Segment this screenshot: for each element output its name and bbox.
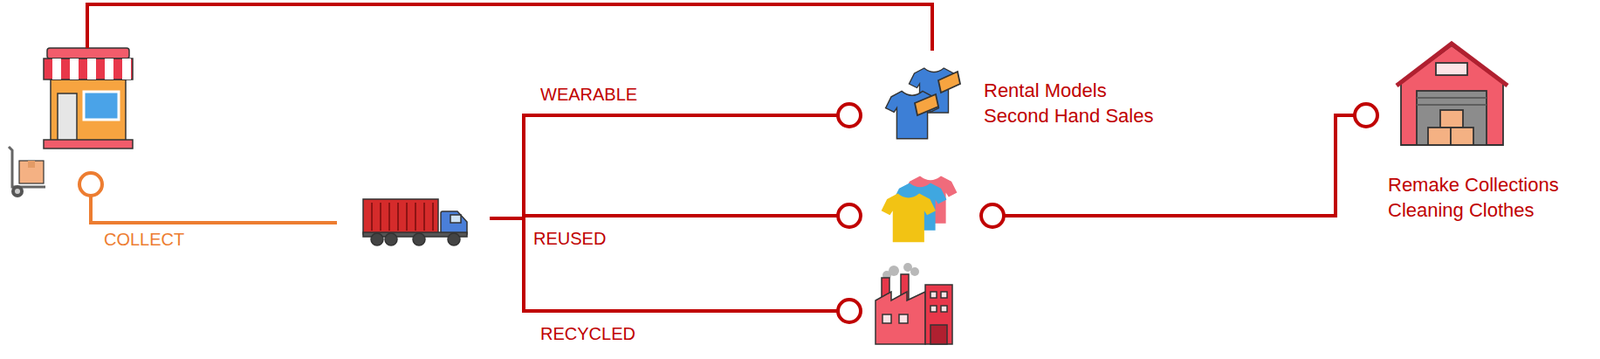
edge-label: RECYCLED: [537, 323, 639, 344]
node-text: Rental Models: [983, 77, 1154, 104]
connector-end-circle: [837, 103, 861, 127]
wearable-node: Rental ModelsSecond Hand Sales: [883, 50, 1154, 149]
connector-line: [90, 195, 337, 223]
connector-line: [489, 218, 838, 311]
connector-line: [489, 115, 838, 219]
truck-icon: [363, 199, 467, 246]
connector-end-circle: [79, 172, 103, 196]
connector-end-circle: [981, 204, 1004, 227]
connector: [489, 103, 861, 219]
connector: [87, 4, 933, 51]
connector: [489, 218, 861, 323]
connector-line: [489, 215, 838, 219]
reused-node: [879, 170, 960, 246]
shop-node: [41, 48, 135, 151]
connector: [79, 172, 337, 223]
edge-label: COLLECT: [101, 229, 187, 250]
warehouse-icon: [1396, 43, 1508, 145]
recycled-node: [873, 267, 954, 344]
connector: [489, 204, 861, 227]
connector-line: [87, 4, 933, 51]
connector-end-circle: [1354, 103, 1378, 127]
connector-end-circle: [837, 204, 861, 227]
hand-truck-icon: [8, 146, 46, 198]
colored-shirts-icon: [881, 175, 958, 242]
edge-label: WEARABLE: [537, 84, 640, 105]
edge-label: REUSED: [530, 228, 609, 249]
shop-icon: [43, 48, 133, 149]
warehouse-node: Remake CollectionsCleaning Clothes: [1387, 42, 1559, 223]
node-text: Second Hand Sales: [983, 103, 1154, 129]
node-text: Remake Collections: [1387, 171, 1559, 198]
node-text: Cleaning Clothes: [1387, 197, 1559, 223]
connector-end-circle: [837, 299, 861, 323]
truck-node: [363, 197, 467, 246]
blue-shirts-icon: [885, 68, 961, 139]
connector: [981, 103, 1378, 227]
connector-line: [1003, 115, 1355, 216]
factory-icon: [875, 262, 953, 344]
